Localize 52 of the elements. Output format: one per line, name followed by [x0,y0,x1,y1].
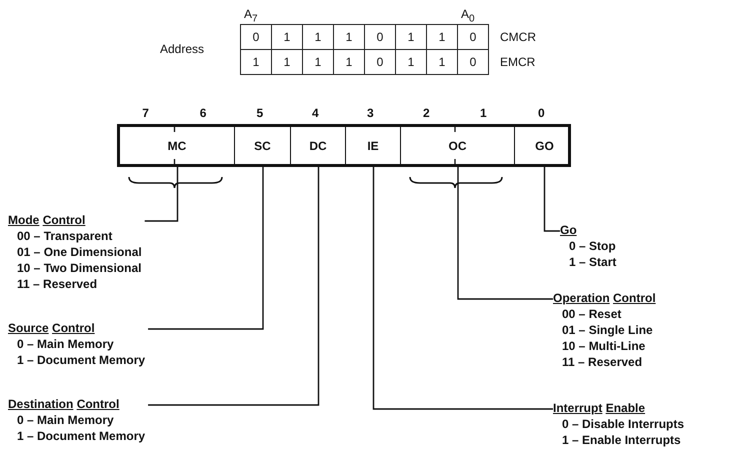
leader-line [148,164,320,406]
option-text: 00 – Transparent [16,228,114,244]
bit-number: 3 [367,106,374,120]
option-text: 1 – Enable Interrupts [561,432,682,448]
register-field: SC [235,127,291,164]
bit-number: 6 [200,106,206,120]
field-title: Source Control [8,320,96,336]
leader-line [144,164,178,222]
option-text: 01 – Single Line [561,322,654,338]
register-field: DC [291,127,346,164]
leader-line [372,164,553,410]
bit-number: 0 [538,106,545,120]
option-text: 0 – Main Memory [16,336,115,352]
option-text: 1 – Document Memory [16,352,146,368]
option-text: 0 – Stop [568,238,616,254]
option-text: 11 – Reserved [16,276,98,292]
option-text: 1 – Start [568,254,616,270]
field-title: Mode Control [8,212,86,228]
register-name: CMCR [500,30,536,44]
leader-line [457,164,553,300]
table-cell: 1 [240,49,272,75]
row-label: Address [160,42,204,56]
field-title: Destination Control [8,396,120,412]
field-title: Operation Control [553,290,656,306]
field-title: Go [560,222,578,238]
register-box [117,124,571,167]
option-text: 0 – Main Memory [16,412,115,428]
table-cell: 0 [240,24,272,50]
leader-line [148,164,264,330]
bit-number: 7 [142,106,149,120]
register-field: MC [120,127,235,164]
table-cell: 0 [457,49,489,75]
option-text: 10 – Two Dimensional [16,260,142,276]
bit-label: A$_{0}$ [461,7,475,26]
option-text: 10 – Multi-Line [561,338,646,354]
option-text: 01 – One Dimensional [16,244,142,260]
leader-line [544,164,560,232]
bit-number: 5 [256,106,264,120]
option-text: 1 – Document Memory [16,428,146,444]
bit-label: A$_{7}$ [244,7,258,26]
bit-number: 1 [480,106,487,120]
register-name: EMCR [500,55,536,69]
option-text: 0 – Disable Interrupts [561,416,684,432]
table-cell: 0 [457,24,489,50]
option-text: 00 – Reset [561,306,622,322]
register-field: OC [401,127,515,164]
bit-number: 2 [423,106,430,120]
register-field: IE [346,127,401,164]
field-title: Interrupt Enable [553,400,646,416]
register-field: GO [515,127,574,164]
bit-number: 4 [312,106,319,120]
option-text: 11 – Reserved [561,354,644,370]
